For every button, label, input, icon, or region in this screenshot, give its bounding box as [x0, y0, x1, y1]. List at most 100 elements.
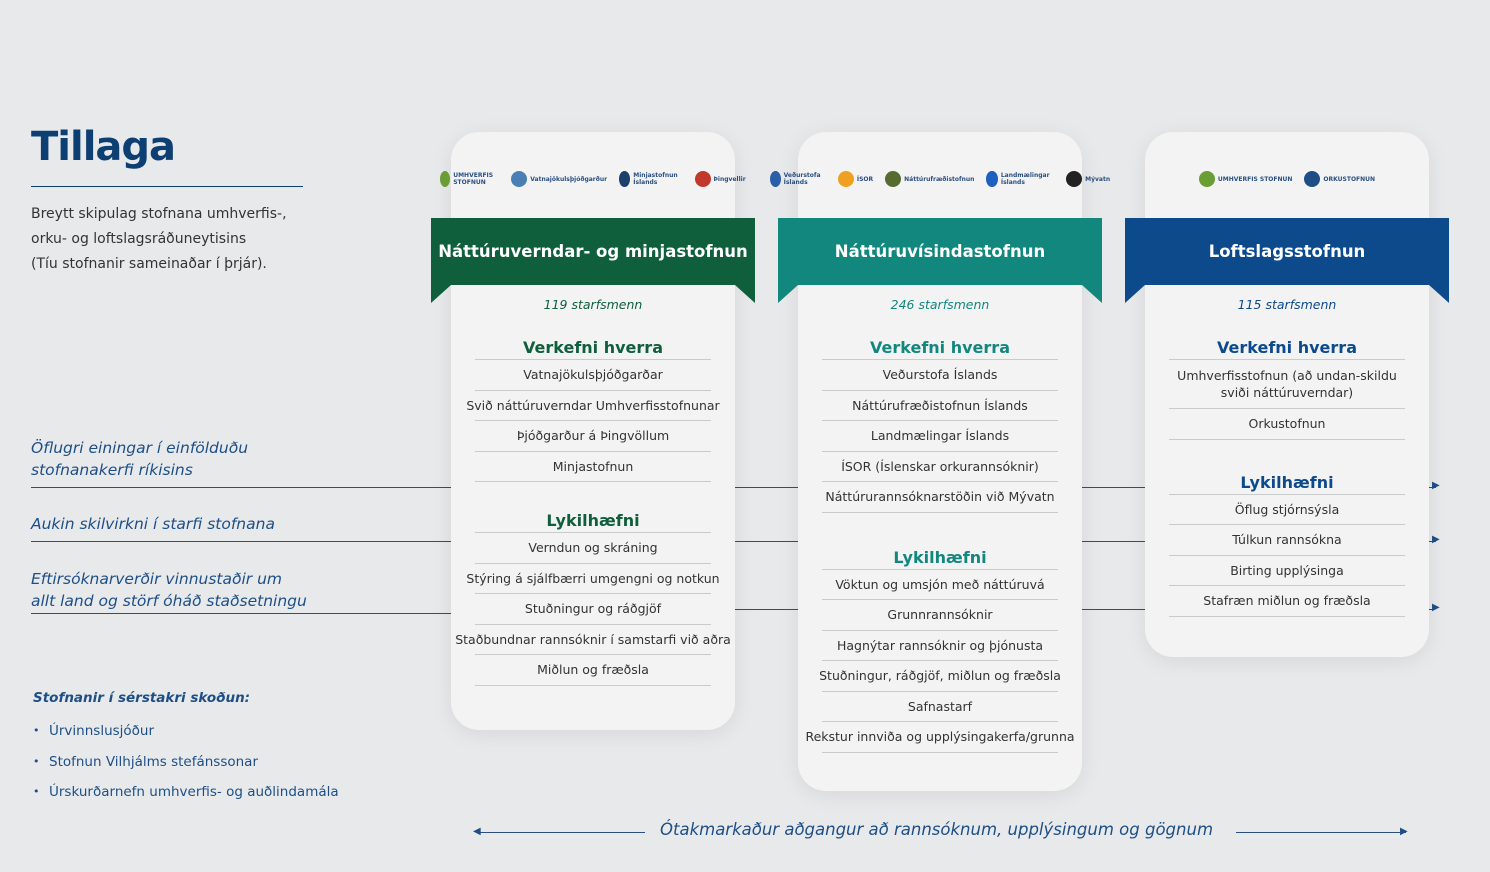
- logo-text: Landmælingar Íslands: [1000, 172, 1050, 186]
- goal-3-line-cont: [735, 609, 1435, 610]
- skill-item: Vöktun og umsjón með náttúruvá: [822, 570, 1058, 600]
- agency-name-banner: Náttúruvísindastofnun: [778, 218, 1102, 303]
- skill-item: Rekstur innviða og upplýsingakerfa/grunn…: [805, 722, 1075, 753]
- skill-item: Grunnrannsóknir: [822, 600, 1058, 631]
- skill-item: Miðlun og fræðsla: [475, 655, 711, 686]
- arrow-right-icon: ▶: [1432, 602, 1440, 613]
- arrow-right-icon: ▶: [1432, 480, 1440, 491]
- logo-text: UMHVERFIS STOFNUN: [1217, 175, 1293, 183]
- logo-text: Mývatn: [1085, 175, 1111, 183]
- goal-3: Eftirsóknarverðir vinnustaðir um allt lan…: [31, 568, 307, 612]
- staff-count: 115 starfsmenn: [1237, 297, 1337, 312]
- agency-logo: Vatnajökulsþjóðgarður: [511, 171, 607, 187]
- logo-mark-icon: [511, 171, 528, 187]
- bottom-arrow-right: [1236, 832, 1406, 833]
- skill-item: Hagnýtar rannsóknir og þjónusta: [822, 631, 1058, 661]
- task-item: Minjastofnun: [475, 452, 711, 482]
- agency-logo: ORKUSTOFNUN: [1304, 171, 1375, 187]
- task-item: Orkustofnun: [1169, 409, 1405, 440]
- arrow-right-icon: ▶: [1432, 534, 1440, 545]
- logo-row: UMHVERFIS STOFNUN Vatnajökulsþjóðgarður Mi…: [440, 132, 746, 218]
- skill-item: Stýring á sjálfbærri umgengni og notkun: [466, 564, 720, 594]
- logo-row: UMHVERFIS STOFNUN ORKUSTOFNUN: [1145, 132, 1429, 218]
- logo-text: Þingvellir: [713, 175, 746, 183]
- task-item: ÍSOR (Íslenskar orkurannsóknir): [822, 452, 1058, 482]
- note-item: Úrvinnslusjóður: [33, 716, 339, 747]
- agency-name-banner: Náttúruverndar- og minjastofnun: [431, 218, 755, 303]
- bottom-arrow-left: [476, 832, 645, 833]
- arrow-right-icon: ▶: [1400, 826, 1408, 837]
- intro-text: Breytt skipulag stofnana umhverfis-, ork…: [31, 202, 331, 277]
- intro-line: (Tíu stofnanir sameinaðar í þrjár).: [31, 256, 267, 272]
- logo-mark-icon: [769, 171, 781, 187]
- note-item: Úrskurðarnefn umhverfis- og auðlindamála: [33, 777, 339, 808]
- section-heading: Lykilhæfni: [1169, 452, 1405, 495]
- logo-text: Náttúrufræðistofnun: [904, 175, 975, 183]
- section-heading: Verkefni hverra: [1169, 317, 1405, 360]
- agency-logo: Veðurstofa Íslands: [769, 171, 826, 187]
- section-heading: Verkefni hverra: [475, 317, 711, 360]
- logo-mark-icon: [1066, 171, 1083, 187]
- agency-name: Náttúruverndar- og minjastofnun: [438, 242, 748, 261]
- task-item: Landmælingar Íslands: [822, 421, 1058, 452]
- logo-mark-icon: [885, 171, 902, 187]
- skill-item: Stuðningur, ráðgjöf, miðlun og fræðsla: [819, 661, 1061, 692]
- logo-text: Veðurstofa Íslands: [783, 172, 821, 186]
- section-heading: Lykilhæfni: [822, 527, 1058, 570]
- agency-name-banner: Loftslagsstofnun: [1125, 218, 1449, 303]
- agency-card: UMHVERFIS STOFNUN ORKUSTOFNUN Loftslagssto…: [1125, 132, 1449, 657]
- arrow-left-icon: ◀: [473, 826, 481, 837]
- task-item: Náttúrurannsóknarstöðin við Mývatn: [822, 482, 1058, 513]
- bottom-caption: Ótakmarkaður aðgangur að rannsóknum, upp…: [660, 820, 1214, 839]
- agency-logo: UMHVERFIS STOFNUN: [1198, 171, 1293, 187]
- task-item: Svið náttúruverndar Umhverfisstofnunar: [466, 391, 720, 421]
- skill-item: Staðbundnar rannsóknir í samstarfi við a…: [455, 625, 731, 655]
- agency-card: Veðurstofa Íslands ÍSOR Náttúrufræðistofnu…: [769, 132, 1110, 791]
- goal-3-line: [31, 613, 451, 614]
- title-divider: [31, 186, 303, 187]
- intro-line: orku- og loftslagsráðuneytisins: [31, 231, 247, 247]
- goal-line: stofnanakerfi ríkisins: [31, 461, 193, 479]
- logo-text: Vatnajökulsþjóðgarður: [530, 175, 608, 183]
- goal-line: Öflugri einingar í einfölduðu: [31, 439, 249, 457]
- logo-row: Veðurstofa Íslands ÍSOR Náttúrufræðistofnu…: [769, 132, 1110, 218]
- agency-logo: Þingvellir: [694, 171, 746, 187]
- skill-item: Öflug stjórnsýsla: [1169, 495, 1405, 525]
- task-item: Veðurstofa Íslands: [822, 360, 1058, 391]
- logo-mark-icon: [619, 171, 631, 187]
- skill-item: Túlkun rannsókna: [1169, 525, 1405, 556]
- intro-line: Breytt skipulag stofnana umhverfis-,: [31, 206, 287, 222]
- staff-count: 119 starfsmenn: [543, 297, 643, 312]
- logo-text: ÍSOR: [856, 175, 874, 183]
- staff-count: 246 starfsmenn: [890, 297, 990, 312]
- logo-text: Minjastofnun Íslands: [633, 172, 678, 186]
- section-heading: Verkefni hverra: [822, 317, 1058, 360]
- logo-mark-icon: [837, 171, 854, 187]
- section-heading: Lykilhæfni: [475, 490, 711, 533]
- task-item: Umhverfisstofnun (að undan-skildu sviði …: [1169, 360, 1405, 409]
- goal-line: Eftirsóknarverðir vinnustaðir um: [31, 570, 283, 588]
- skill-item: Birting upplýsinga: [1169, 556, 1405, 586]
- agency-logo: Mývatn: [1066, 171, 1110, 187]
- task-item: Þjóðgarður á Þingvöllum: [475, 421, 711, 452]
- logo-mark-icon: [1304, 171, 1321, 187]
- logo-text: ORKUSTOFNUN: [1323, 175, 1376, 183]
- goal-line: allt land og störf óháð staðsetningu: [31, 592, 307, 610]
- skill-item: Stuðningur og ráðgjöf: [475, 594, 711, 625]
- note-heading: Stofnanir í sérstakri skoðun:: [33, 690, 251, 706]
- agency-logo: ÍSOR: [837, 171, 874, 187]
- agency-logo: UMHVERFIS STOFNUN: [440, 171, 499, 187]
- agency-logo: Landmælingar Íslands: [986, 171, 1054, 187]
- skill-item: Verndun og skráning: [475, 533, 711, 564]
- logo-mark-icon: [440, 171, 451, 187]
- agency-logo: Minjastofnun Íslands: [619, 171, 682, 187]
- agency-logo: Náttúrufræðistofnun: [885, 171, 974, 187]
- goal-1: Öflugri einingar í einfölduðu stofnanaker…: [31, 437, 248, 481]
- goal-2: Aukin skilvirkni í starfi stofnana: [31, 513, 275, 535]
